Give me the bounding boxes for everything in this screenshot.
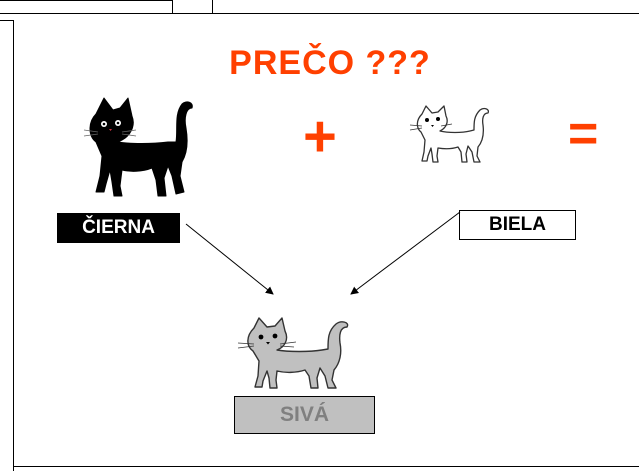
gray-cat-icon	[237, 317, 349, 389]
slide-title: PREČO ???	[229, 44, 431, 82]
frame-top-left-line	[0, 0, 172, 1]
plus-sign: +	[303, 104, 337, 169]
white-label: BIELA	[459, 210, 576, 240]
frame-tab-divider-1	[172, 0, 173, 14]
black-cat-icon	[83, 97, 193, 197]
frame-left-line	[13, 20, 14, 471]
gray-label: SIVÁ	[234, 396, 375, 434]
frame-bottom-line	[13, 466, 639, 467]
white-cat-icon	[409, 105, 490, 163]
frame-tab-divider-2	[212, 0, 213, 14]
equals-sign: =	[568, 105, 599, 163]
frame-top-line	[0, 13, 639, 14]
frame-corner-notch	[0, 20, 14, 21]
black-label: ČIERNA	[57, 213, 180, 243]
